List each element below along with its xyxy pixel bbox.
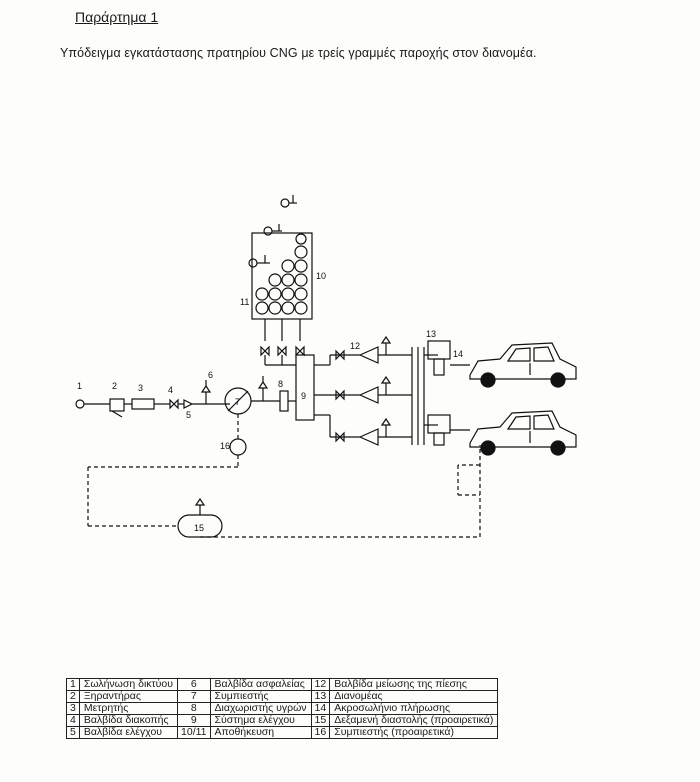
cng-station-diagram: 1 2 3 4 5 6 7 8 9 10 11 12 13 14 15 16 [75, 195, 577, 538]
label-16: 16 [220, 441, 230, 451]
network-pipe-inlet [75, 399, 110, 409]
legend-number: 12 [310, 678, 331, 691]
legend-text: Βαλβίδα ασφαλείας [209, 678, 312, 691]
diagram-caption: Υπόδειγμα εγκατάστασης πρατηρίου CNG με … [60, 46, 537, 60]
control-system-box [295, 354, 315, 421]
label-14: 14 [453, 349, 463, 359]
diagram-number-labels: 1 2 3 4 5 6 7 8 9 10 11 12 13 14 15 16 [77, 271, 463, 533]
legend-number: 9 [177, 714, 211, 727]
storage-bank [251, 232, 313, 320]
label-4: 4 [168, 385, 173, 395]
legend-number: 3 [66, 702, 80, 715]
legend-text: Διαχωριστής υγρών [209, 702, 312, 715]
label-5: 5 [186, 410, 191, 420]
legend-text: Σωλήνωση δικτύου [78, 678, 179, 691]
legend-text: Βαλβίδα διακοπής [78, 714, 179, 727]
legend-text: Διανομέας [329, 690, 499, 703]
legend-number: 8 [177, 702, 211, 715]
legend-text: Αποθήκευση [209, 726, 312, 739]
legend-number: 4 [66, 714, 80, 727]
label-1: 1 [77, 381, 82, 391]
storage-small-compressors [248, 195, 297, 268]
legend-number: 14 [310, 702, 331, 715]
legend-number: 10/11 [177, 726, 211, 739]
legend-text: Συμπιεστής (προαιρετικά) [329, 726, 499, 739]
car-lower [469, 410, 577, 456]
legend-text: Μετρητής [78, 702, 179, 715]
legend-text: Βαλβίδα ελέγχου [78, 726, 179, 739]
dispenser-upper [427, 340, 470, 376]
legend-text: Ξηραντήρας [78, 690, 179, 703]
label-9: 9 [301, 391, 306, 401]
legend-number: 6 [177, 678, 211, 691]
legend-text: Συμπιεστής [209, 690, 312, 703]
label-6: 6 [208, 370, 213, 380]
dryer-symbol [109, 398, 132, 418]
legend-text: Βαλβίδα μείωσης της πίεσης [329, 678, 499, 691]
small-compressor-16 [229, 438, 247, 456]
label-12: 12 [350, 341, 360, 351]
legend-number: 15 [310, 714, 331, 727]
safety-valve-compressor [257, 376, 269, 401]
label-3: 3 [138, 383, 143, 393]
legend-number: 2 [66, 690, 80, 703]
compressor-symbol [224, 387, 280, 415]
legend-number: 16 [310, 726, 331, 739]
label-7: 7 [235, 397, 240, 407]
safety-valve-inlet [200, 380, 212, 404]
legend-text: Σύστημα ελέγχου [209, 714, 312, 727]
return-loop-dashed [87, 414, 481, 538]
legend-number: 5 [66, 726, 80, 739]
inlet-valves [169, 398, 230, 410]
supply-lines [314, 335, 438, 446]
label-8: 8 [278, 379, 283, 389]
label-13: 13 [426, 329, 436, 339]
label-2: 2 [112, 381, 117, 391]
dispenser-lower [427, 414, 470, 446]
storage-to-control-pipes [260, 319, 305, 366]
legend-number: 7 [177, 690, 211, 703]
car-upper [469, 342, 577, 388]
label-11: 11 [240, 297, 249, 307]
page-heading: Παράρτημα 1 [75, 9, 159, 25]
legend-text: Ακροσωλήνιο πλήρωσης [329, 702, 499, 715]
label-10: 10 [316, 271, 326, 281]
meter-symbol [131, 398, 170, 410]
legend-number: 1 [66, 678, 80, 691]
legend-text: Δεξαμενή διαστολής (προαιρετικά) [329, 714, 499, 727]
legend-number: 13 [310, 690, 331, 703]
liquid-separator-symbol [279, 390, 296, 412]
expansion-tank [177, 497, 223, 538]
label-15: 15 [194, 523, 204, 533]
